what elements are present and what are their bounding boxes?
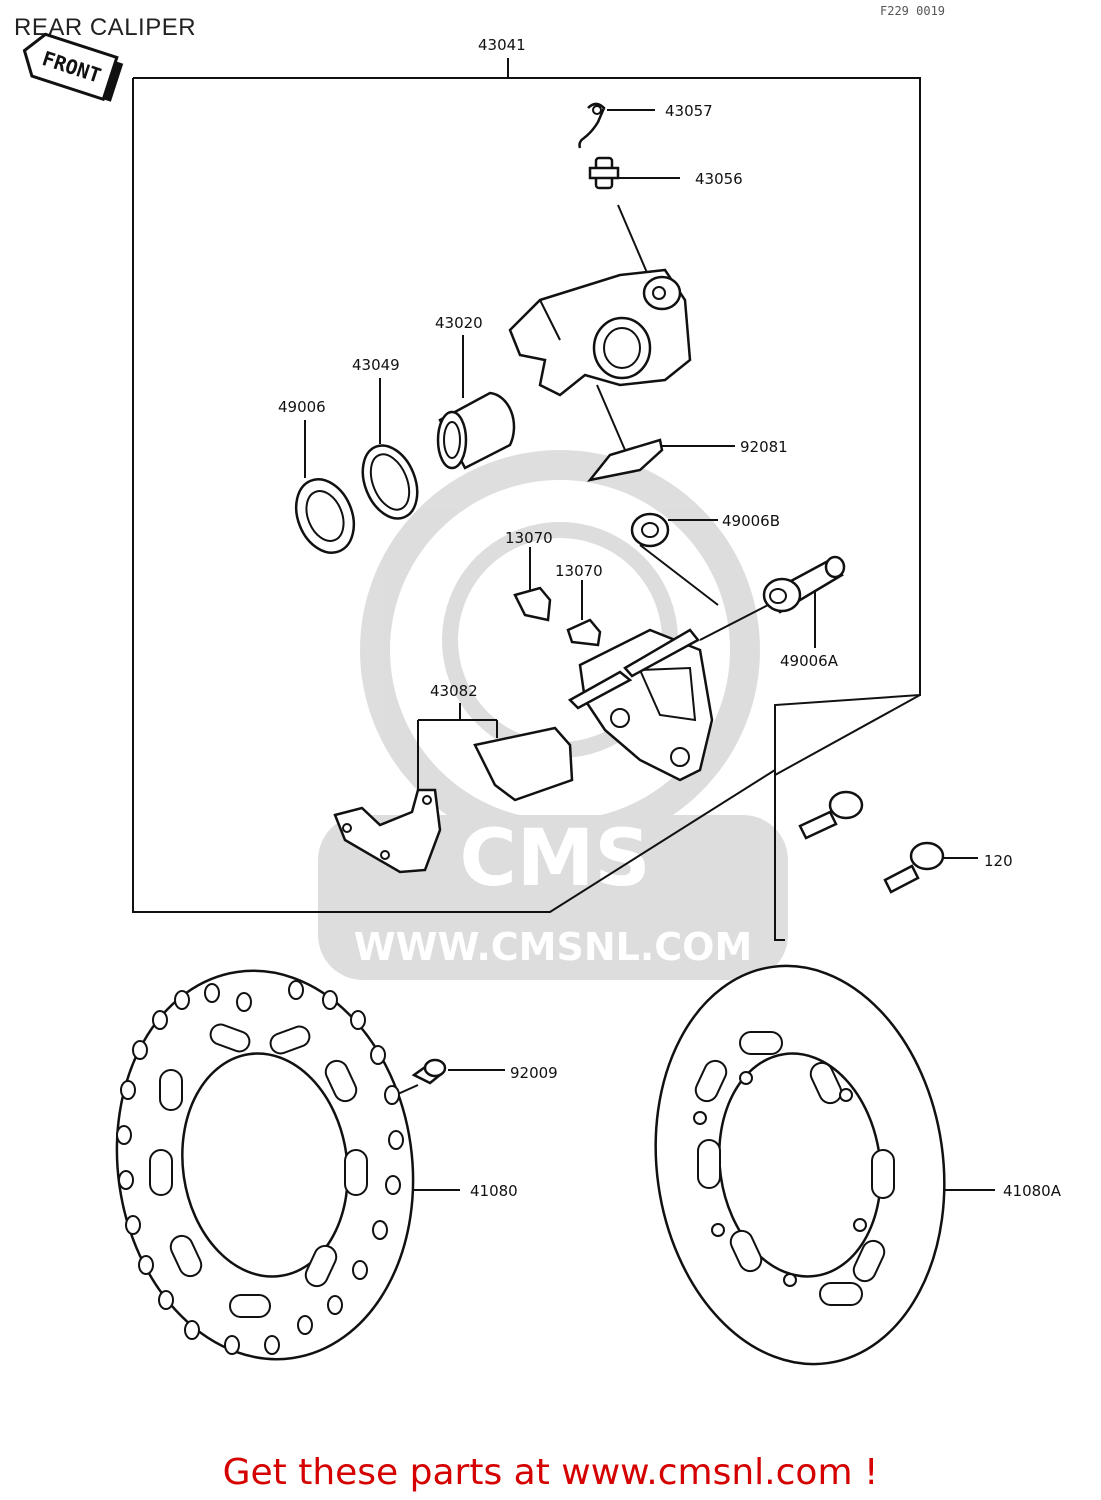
brake-disc-drilled xyxy=(115,969,460,1361)
label-43020: 43020 xyxy=(435,314,483,332)
assembly-frame xyxy=(132,58,921,941)
label-49006a: 49006A xyxy=(780,652,839,670)
pad-spring xyxy=(586,438,735,482)
label-120: 120 xyxy=(984,852,1013,870)
brake-pads xyxy=(333,703,574,874)
label-43057: 43057 xyxy=(665,102,713,120)
dust-seal xyxy=(294,420,356,554)
parts-link-banner[interactable]: Get these parts at www.cmsnl.com ! xyxy=(222,1452,879,1493)
label-43041: 43041 xyxy=(478,36,526,54)
label-13070-right: 13070 xyxy=(555,562,603,580)
brake-disc-plain xyxy=(654,964,995,1366)
mount-bolt-lower xyxy=(883,841,978,894)
piston-seal xyxy=(361,378,419,520)
watermark-logo-text: CMS xyxy=(459,814,650,904)
slide-pin xyxy=(699,555,846,648)
mount-bolt-upper xyxy=(798,790,864,840)
caliper-bracket xyxy=(567,628,714,782)
piston xyxy=(436,335,516,470)
watermark-url-text: WWW.CMSNL.COM xyxy=(354,925,753,969)
label-92009: 92009 xyxy=(510,1064,558,1082)
pin-boot-b xyxy=(630,512,719,606)
pad-clip-left xyxy=(513,547,552,622)
bleeder-cap xyxy=(578,102,655,149)
bleeder-valve xyxy=(588,156,680,276)
watermark: CMS WWW.CMSNL.COM xyxy=(318,450,788,980)
caliper-body xyxy=(508,268,692,451)
label-13070-left: 13070 xyxy=(505,529,553,547)
label-49006b: 49006B xyxy=(722,512,780,530)
label-43082: 43082 xyxy=(430,682,478,700)
label-41080a: 41080A xyxy=(1003,1182,1062,1200)
label-43049: 43049 xyxy=(352,356,400,374)
pad-clip-right xyxy=(566,580,602,647)
label-43056: 43056 xyxy=(695,170,743,188)
label-92081: 92081 xyxy=(740,438,788,456)
label-49006: 49006 xyxy=(278,398,326,416)
front-arrow-tag: FRONT xyxy=(22,32,124,102)
diagram-code: F229 0019 xyxy=(880,4,946,18)
label-41080: 41080 xyxy=(470,1182,518,1200)
